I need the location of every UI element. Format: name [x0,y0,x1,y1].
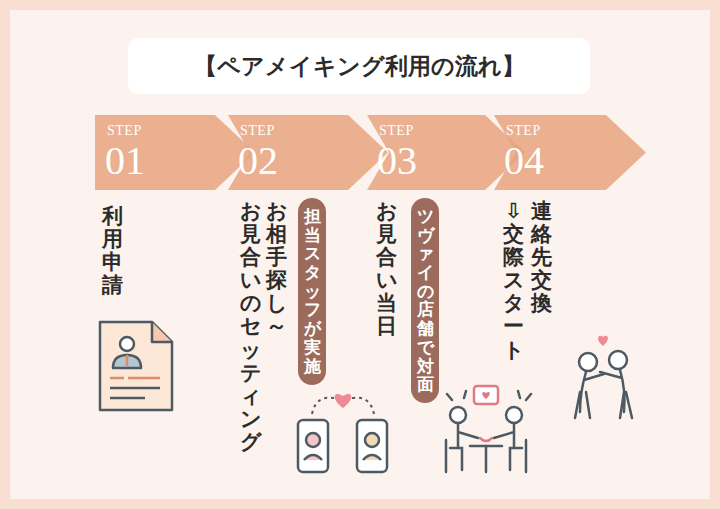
step-text: お相手探し～ [266,200,287,339]
note-pill: 担当スタッフが実施 [298,198,326,385]
chevron-fill [228,115,388,190]
pill-text: ツヴァイの店舗で対面 [417,207,434,394]
step-number: 04 [504,141,544,181]
step-chevron: STEP 01 [95,115,255,190]
step-text: ⇩交際スタート [503,200,524,362]
phones-icon [298,394,387,472]
meeting-icon [446,386,531,472]
step-number: 03 [377,141,417,181]
step-chevron: STEP 04 [494,115,646,190]
step-text: 利用申請 [102,205,123,297]
step-number: 02 [238,141,278,181]
step-label: STEP [379,123,414,139]
chevron-fill [95,115,255,190]
step-chevron: STEP 02 [228,115,388,190]
couple-icon [575,336,632,418]
step-number: 01 [105,141,145,181]
title-text: 【ペアメイキング利用の流れ】 [194,51,525,82]
step-text: お見合い当日 [376,200,397,339]
title-box: 【ペアメイキング利用の流れ】 [128,38,590,94]
step-label: STEP [506,123,541,139]
step-text: お見合いのセッティング [240,200,261,454]
step-label: STEP [107,123,142,139]
step-label: STEP [240,123,275,139]
step-text: 連絡先交換 [531,200,552,315]
chevron-fill [494,115,646,190]
document-icon [100,322,172,410]
note-pill: ツヴァイの店舗で対面 [411,198,439,403]
pill-text: 担当スタッフが実施 [304,207,321,375]
